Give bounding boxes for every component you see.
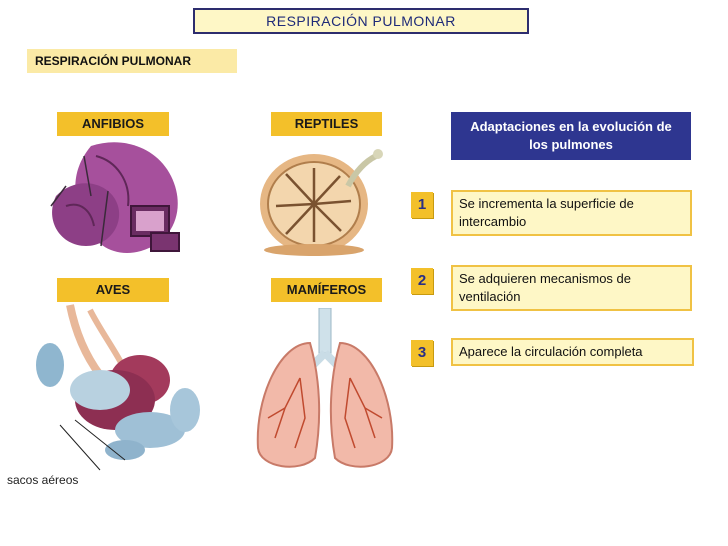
label-mamiferos: MAMÍFEROS (271, 278, 382, 302)
mammal-lung-illustration (256, 308, 394, 468)
reptile-lung-illustration (260, 149, 383, 256)
section-title: RESPIRACIÓN PULMONAR (27, 49, 237, 73)
step-number-3: 3 (411, 340, 433, 366)
page-title: RESPIRACIÓN PULMONAR (193, 8, 529, 34)
adaptation-item-1: Se incrementa la superficie de intercamb… (451, 190, 692, 236)
adaptations-heading: Adaptaciones en la evolución de los pulm… (451, 112, 691, 160)
sacos-aereos-caption: sacos aéreos (7, 473, 79, 487)
step-number-2: 2 (411, 268, 433, 294)
label-aves: AVES (57, 278, 169, 302)
bird-lung-illustration (36, 304, 200, 471)
amphibian-lung-illustration (50, 142, 180, 254)
label-reptiles: REPTILES (271, 112, 382, 136)
step-number-1: 1 (411, 192, 433, 218)
adaptation-item-2: Se adquieren mecanismos de ventilación (451, 265, 692, 311)
label-anfibios: ANFIBIOS (57, 112, 169, 136)
adaptation-item-3: Aparece la circulación completa (451, 338, 694, 366)
